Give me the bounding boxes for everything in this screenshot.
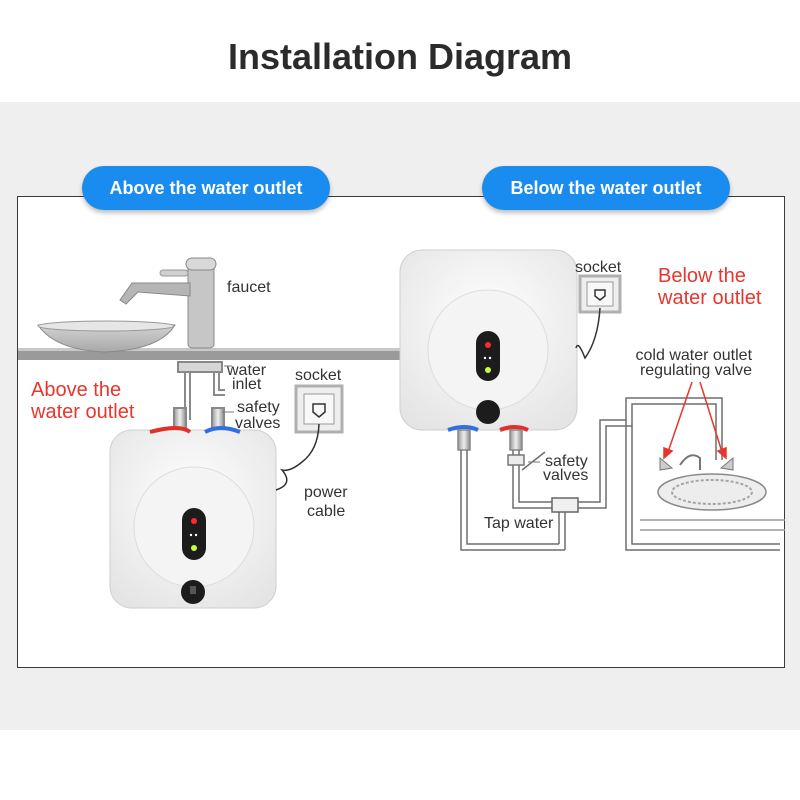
water-heater-left xyxy=(109,426,277,609)
above-outlet-red-label: Above the water outlet xyxy=(30,379,135,423)
right-installation xyxy=(399,249,785,551)
power-cable-right xyxy=(575,307,601,360)
socket-label-right: socket xyxy=(575,259,622,276)
safety-valves-label-right: safety valves xyxy=(543,453,592,484)
below-outlet-red-label: Below the water outlet xyxy=(657,265,762,309)
safety-valves-label-left: safety valves xyxy=(235,399,284,432)
faucet-label: faucet xyxy=(227,279,271,296)
water-heater-right xyxy=(399,249,578,432)
power-cable-left xyxy=(275,423,320,491)
power-cable-label: power cable xyxy=(304,484,352,520)
water-inlet-label: water inlet xyxy=(226,362,271,393)
sink-right xyxy=(640,454,785,531)
left-installation xyxy=(18,257,403,609)
faucet-fixture xyxy=(119,257,217,349)
valve-arrows xyxy=(663,381,727,460)
tap-water-label: Tap water xyxy=(484,515,554,532)
section-pill-above: Above the water outlet xyxy=(82,166,330,210)
socket-label-left: socket xyxy=(295,367,342,384)
page-title: Installation Diagram xyxy=(227,36,573,77)
cold-outlet-label: cold water outlet regulating valve xyxy=(636,347,757,379)
plumbing-right xyxy=(457,397,780,551)
socket-right xyxy=(578,274,622,314)
section-pill-below: Below the water outlet xyxy=(482,166,730,210)
inlet-pipes xyxy=(173,361,225,433)
